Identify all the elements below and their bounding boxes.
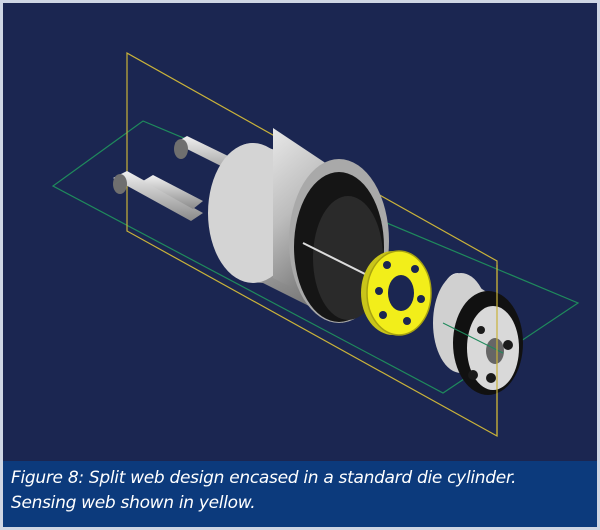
caption-line-2: Sensing web shown in yellow. xyxy=(11,493,256,513)
caption-line-1: Figure 8: Split web design encased in a … xyxy=(11,468,517,488)
figure-caption: Figure 8: Split web design encased in a … xyxy=(11,466,591,516)
figure: Figure 8: Split web design encased in a … xyxy=(3,3,597,527)
end-cap-cylinder xyxy=(433,273,523,395)
die-cylinder xyxy=(208,128,389,323)
green-section-plane xyxy=(51,120,580,394)
cad-render xyxy=(3,3,597,461)
sensing-web xyxy=(361,250,432,336)
